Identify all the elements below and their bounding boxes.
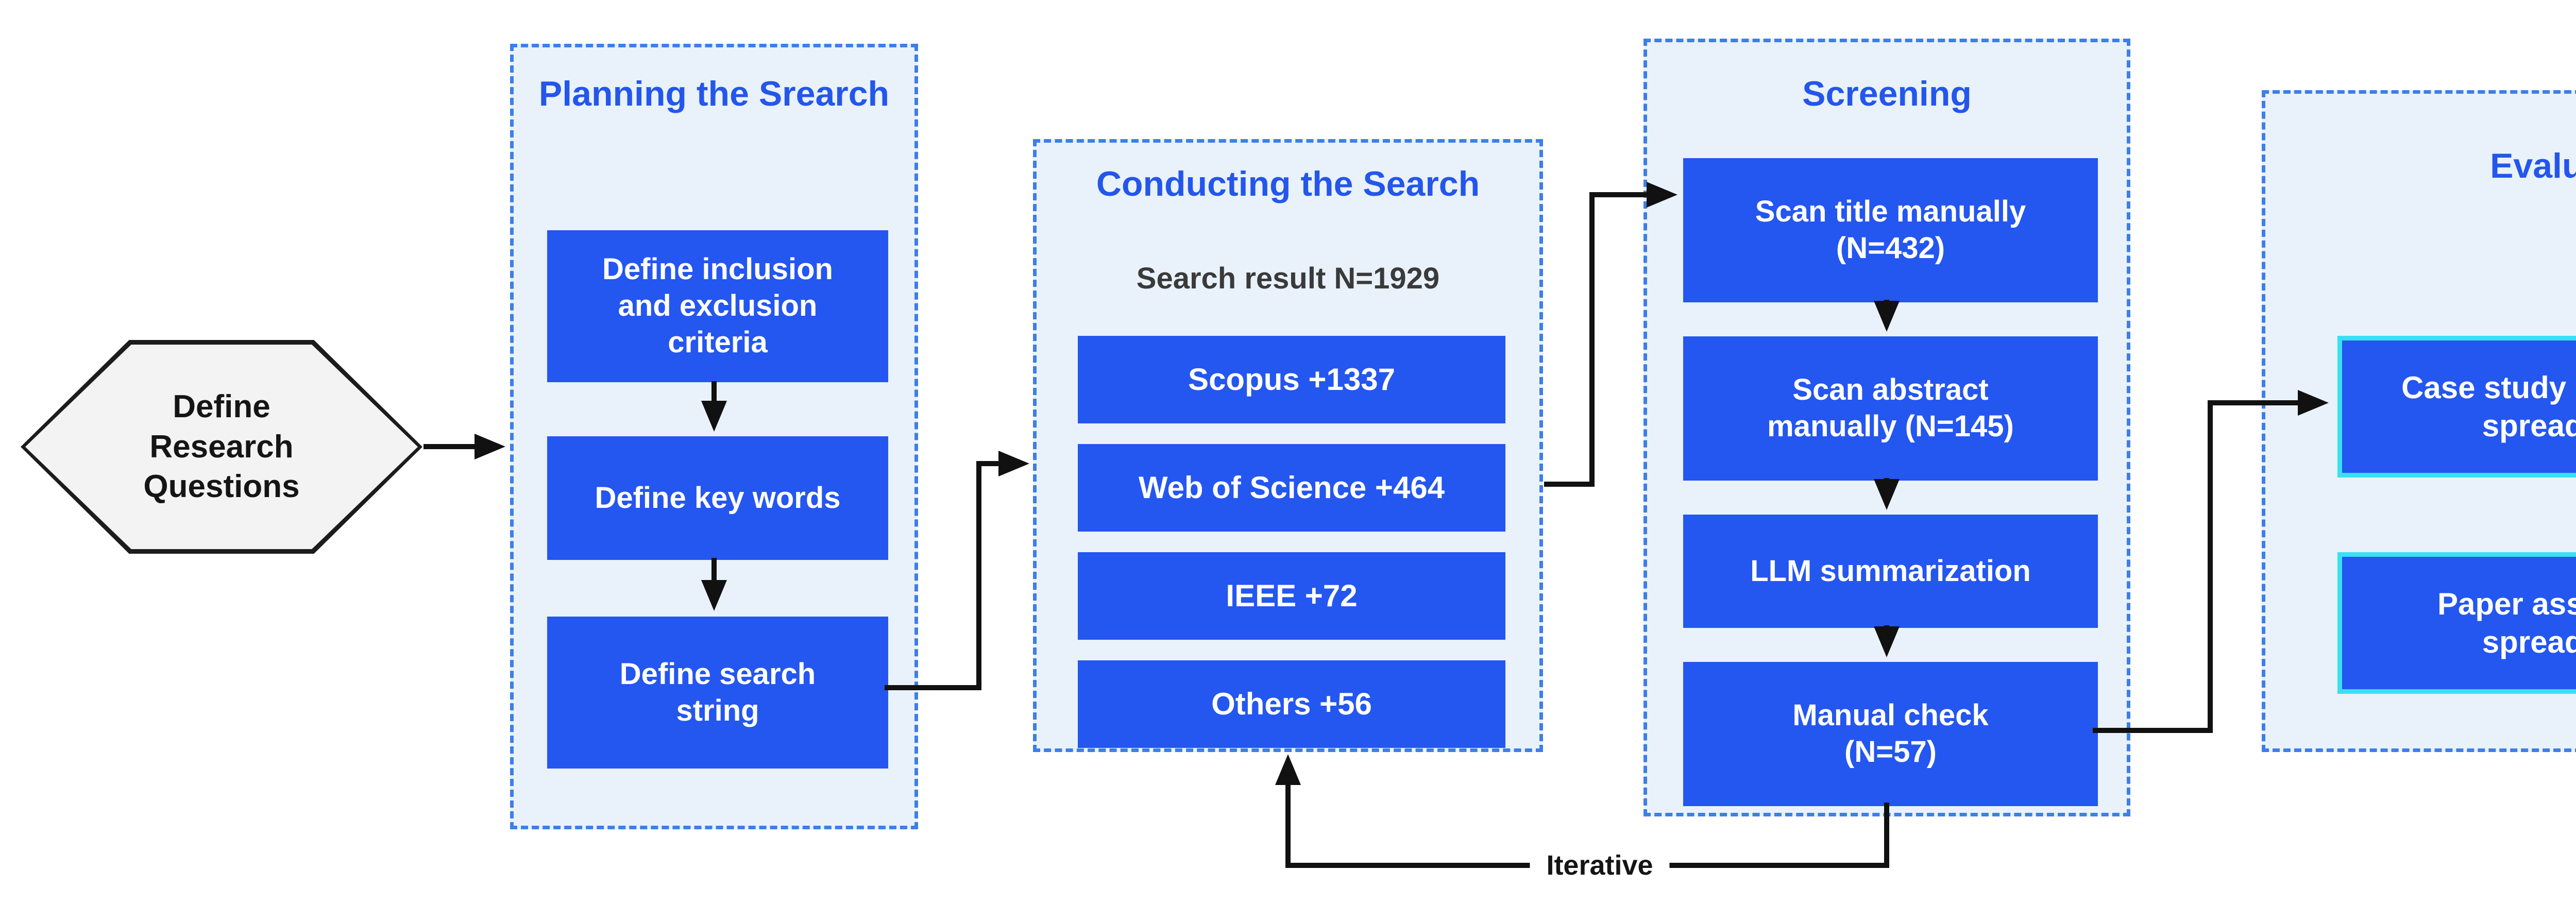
node-scan-title-manually: Scan title manually (N=432) [1683,158,2098,302]
doc-case-study-label: Case study CPS details spreadsheet [2342,340,2576,473]
stage-conducting-title: Conducting the Search [1096,164,1480,203]
node-define-search-string: Define search string [547,617,888,769]
node-manual-check: Manual check (N=57) [1683,662,2098,806]
stage-evaluating: Evaluating Case study CPS details spread… [2262,90,2576,752]
node-source-scopus: Scopus +1337 [1078,336,1505,423]
stage-screening-title: Screening [1802,74,1972,113]
node-define-inclusion-exclusion-criteria: Define inclusion and exclusion criteria [547,230,888,382]
doc-case-study-cps-details-spreadsheet: Case study CPS details spreadsheet [2337,336,2576,477]
stage-screening: Screening Scan title manually (N=432) Sc… [1643,39,2130,816]
doc-paper-assessment-spreadsheet: Paper assessment spreadsheet [2337,552,2576,694]
stage-conducting-the-search: Conducting the Search Search result N=19… [1033,139,1543,752]
arrow-planning-to-conducting [885,451,1029,690]
node-source-web-of-science: Web of Science +464 [1078,444,1505,532]
search-result-count: Search result N=1929 [1136,262,1440,295]
iterative-feedback-label: Iterative [1530,849,1670,881]
node-define-key-words: Define key words [547,436,888,560]
node-source-others: Others +56 [1078,660,1505,748]
stage-evaluating-title: Evaluating [2490,146,2576,185]
arrow-conducting-to-screening [1544,182,1677,487]
node-source-ieee: IEEE +72 [1078,552,1505,640]
node-scan-abstract-manually: Scan abstract manually (N=145) [1683,336,2098,481]
stage-planning-the-search: Planning the Srearch Define inclusion an… [510,44,918,829]
node-llm-summarization: LLM summarization [1683,515,2098,628]
arrow-screening-to-evaluating [2093,390,2329,733]
doc-paper-assessment-label: Paper assessment spreadsheet [2342,557,2576,689]
stage-planning-title: Planning the Srearch [538,74,890,113]
